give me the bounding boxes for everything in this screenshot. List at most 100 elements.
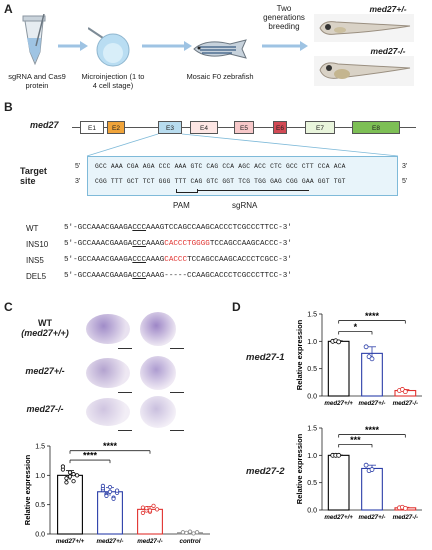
scale-bar [170,348,184,349]
geno-het: med27+/- [25,366,65,376]
data-point [111,496,116,501]
y-axis-label: Relative expression [295,433,304,504]
bar [327,454,350,511]
embryo-ko-dorsal [140,396,176,428]
scale-bar [118,430,132,431]
zoom-lines [86,133,399,157]
data-point [71,472,76,477]
sgrna-underline [197,190,309,191]
gene1-label: med27-1 [246,352,285,363]
y-tick-label: 0.0 [35,532,45,539]
ko-label: med27-/- [370,46,406,56]
exon-e5: E5 [234,121,254,134]
data-point [369,356,375,362]
geno-wt: WT (med27+/+) [21,318,69,338]
y-tick-label: 0.0 [307,394,317,401]
gene-name: med27 [30,120,59,130]
y-tick-label: 0.0 [307,508,317,515]
y-tick-label: 1.0 [307,339,317,346]
x-tick-label: med27-/- [137,538,162,545]
data-point [104,493,109,498]
tube-icon [20,13,50,68]
y-tick-label: 1.0 [307,453,317,460]
data-point [71,479,76,484]
larva-photo-het [314,14,414,42]
exon-e2: E2 [107,121,125,134]
x-tick-label: med27-/- [393,400,418,407]
data-point [67,474,73,479]
embryo-wt-lateral [86,314,130,344]
arrow-icon [262,38,308,56]
data-point [180,530,186,535]
data-point [64,476,69,481]
data-point [60,464,66,469]
exon-e7: E7 [305,121,335,134]
data-point [140,505,146,510]
scale-bar [118,348,132,349]
step1-caption: sgRNA and Cas9 protein [8,72,66,90]
strand-3-bot: 3' [75,178,81,185]
data-point [64,480,69,485]
data-point [114,488,120,493]
y-tick-label: 1.5 [307,312,317,319]
bar [361,467,383,511]
het-label: med27+/- [369,4,407,14]
embryo-ko-lateral [86,398,130,426]
x-tick-label: med27+/+ [324,514,353,521]
panel-c-label: C [4,300,13,314]
data-point [191,531,196,536]
data-point [74,473,80,478]
scale-bar [118,392,132,393]
data-point [363,344,369,350]
exon-e3: E3 [158,121,182,134]
step3-caption: Mosaic F0 zebrafish [186,72,254,81]
x-tick-label: control [180,538,201,545]
gene2-label: med27-2 [246,466,285,477]
target-box [87,156,398,196]
data-point [363,462,369,468]
data-point [147,508,153,513]
target-site-label: Target site [20,166,47,186]
arrow-icon [142,38,192,56]
exon-e8: E8 [352,121,400,134]
embryo-injection-icon [87,26,134,68]
exon-e6: E6 [273,121,287,134]
y-axis-label: Relative expression [23,454,32,525]
exon-e1: E1 [80,121,104,134]
y-tick-label: 1.0 [35,473,45,480]
strand-3-top: 3' [402,163,408,170]
embryo-wt-dorsal [140,312,176,346]
x-tick-label: med27+/- [359,400,386,407]
data-point [402,389,408,395]
pam-label: PAM [173,201,190,210]
strand-5-bot: 5' [402,178,408,185]
significance-label: **** [83,451,98,461]
data-point [402,505,408,511]
geno-ko: med27-/- [26,404,64,414]
bar [57,474,83,535]
pam-bracket [176,189,198,193]
data-point [336,452,342,458]
sgrna-label: sgRNA [232,201,258,210]
panel-a-label: A [4,2,13,16]
y-axis-label: Relative expression [295,319,304,390]
arrow-icon [58,38,88,56]
larva-photo-ko [314,56,414,86]
data-point [151,503,156,508]
scale-bar [170,392,184,393]
data-point [67,470,73,475]
bottom-sequence: CGG TTT GCT TCT GGG TTT CAG GTC GGT TCG … [95,178,346,185]
significance-label: **** [365,311,380,321]
y-tick-label: 1.5 [35,444,45,451]
significance-label: *** [350,435,361,445]
step4-caption: Two generations breeding [263,4,305,31]
panel-d-label: D [232,300,241,314]
data-point [144,506,149,511]
bar [97,491,123,535]
data-point [184,530,189,535]
data-point [369,467,375,472]
bar [327,340,350,397]
